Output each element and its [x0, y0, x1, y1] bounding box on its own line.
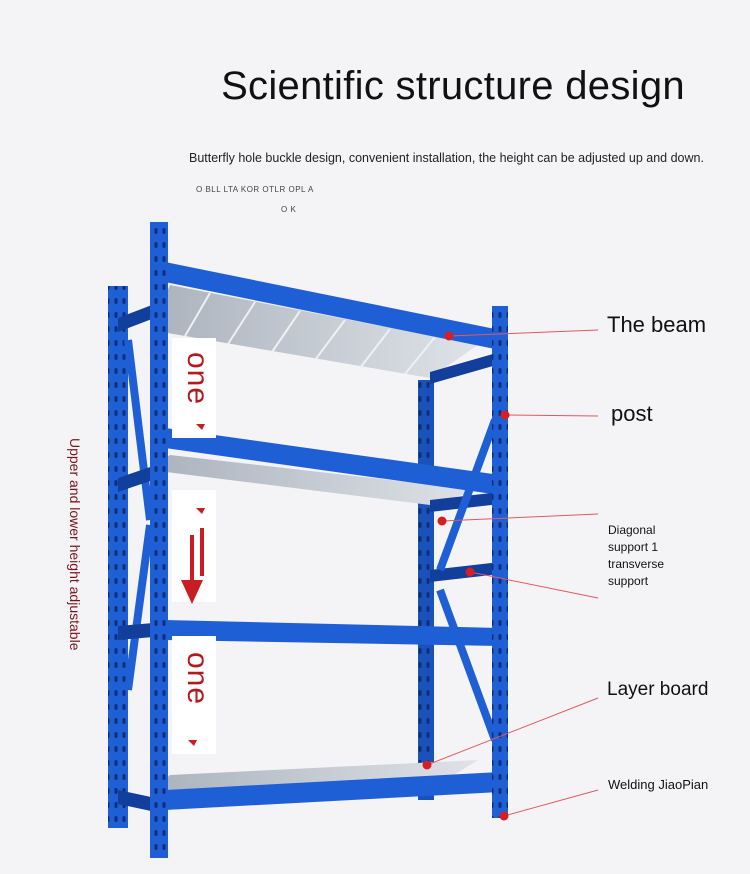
callout-diagonal-line: support 1 [608, 540, 659, 554]
callout-diagonal-support: Diagonal support 1 transverse support [608, 522, 698, 590]
rear-post-right [418, 380, 434, 800]
callout-lines [426, 329, 599, 817]
callout-diagonal-line: transverse [608, 557, 665, 571]
shelf-board-top [150, 285, 478, 378]
shelf-ribs [184, 292, 436, 375]
fine-print-2: O K [281, 205, 297, 214]
front-post-left [150, 222, 168, 858]
adjust-arrow-icon [181, 424, 205, 746]
callout-diagonal-line: Diagonal [608, 523, 656, 537]
front-post-right [492, 306, 508, 818]
callout-beam: The beam [607, 312, 707, 337]
callout-layer-board: Layer board [607, 679, 709, 700]
callout-welding: Welding JiaoPian [608, 777, 709, 792]
shelf-board-second [150, 455, 478, 505]
side-diagonals [436, 418, 499, 742]
front-beams [165, 262, 500, 810]
callout-dots [422, 331, 510, 821]
one-mark-bottom: one [181, 652, 214, 706]
one-mark-top: one [181, 352, 214, 406]
rear-post-left [108, 286, 128, 828]
height-adjustable-label: Upper and lower height adjustable [67, 438, 83, 651]
callout-diagonal-line: support [608, 574, 649, 588]
rear-diagonals [124, 339, 154, 691]
callout-post: post [611, 401, 653, 426]
page-subtitle: Butterfly hole buckle design, convenient… [189, 151, 704, 165]
page-title: Scientific structure design [221, 64, 685, 108]
fine-print-1: O BLL LTA KOR OTLR OPL A [196, 185, 314, 194]
